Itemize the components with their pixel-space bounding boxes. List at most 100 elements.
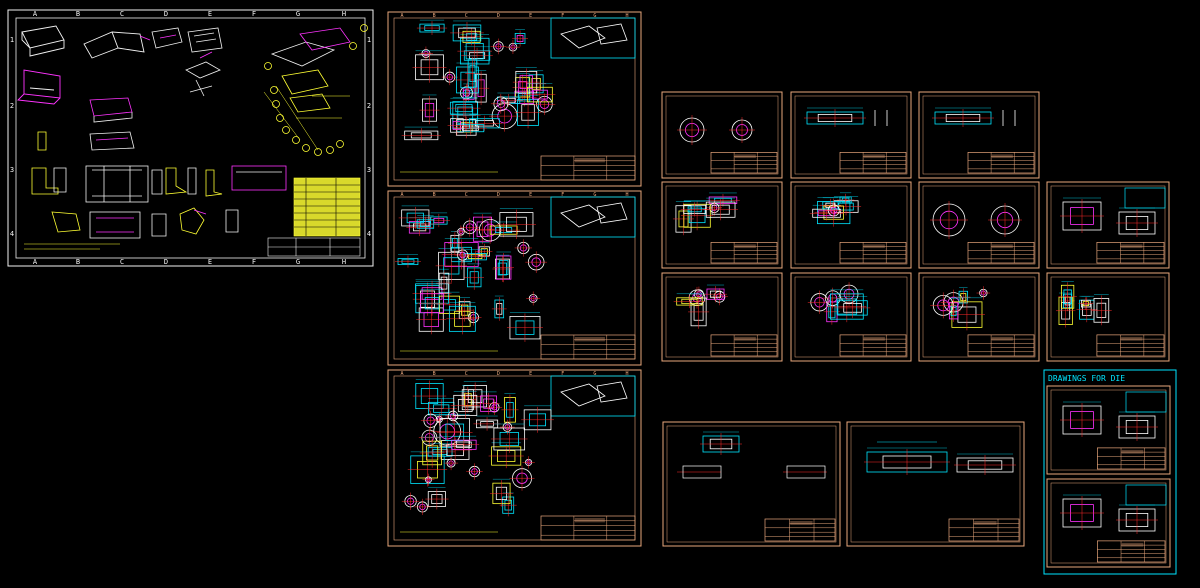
part-view [454, 120, 487, 135]
part-view [946, 298, 961, 322]
round-part-view [976, 286, 991, 300]
small-sheet-frame [1046, 385, 1171, 475]
small-sheet[interactable] [1046, 181, 1170, 269]
part-view [487, 221, 521, 238]
small-sheet[interactable] [918, 181, 1040, 269]
iso-view-part [560, 383, 606, 407]
round-part-view [422, 473, 435, 486]
part-outline [786, 465, 826, 479]
title-block-border [839, 152, 907, 174]
part-view [1060, 494, 1104, 530]
round-part-view [465, 309, 482, 326]
part-view [1116, 207, 1158, 237]
round-part-view [930, 201, 968, 239]
title-block [1096, 447, 1166, 470]
small-sheet[interactable] [790, 91, 912, 179]
part-view [493, 251, 514, 283]
part-view [414, 215, 437, 232]
round-part-view [443, 456, 459, 471]
iso-view-keyboard-parts [151, 27, 223, 53]
title-block-border [710, 334, 778, 357]
small-sheet-inner-frame [794, 276, 908, 358]
part-view [834, 296, 871, 319]
assembly-balloons [264, 24, 368, 156]
part-view [521, 405, 554, 433]
title-block [540, 155, 636, 181]
assembly-sheet[interactable]: A B C D E F G H A B C D E F G H 1 2 3 4 … [7, 9, 374, 267]
small-sheet-inner-frame [1050, 185, 1166, 265]
small-sheet[interactable] [662, 421, 841, 547]
title-block [710, 152, 778, 174]
small-sheet[interactable] [790, 181, 912, 269]
title-block [967, 152, 1035, 174]
small-sheet-frame [918, 272, 1040, 362]
title-block [967, 242, 1035, 264]
die-drawings-group[interactable]: DRAWINGS FOR DIE [1043, 369, 1177, 575]
part-view [512, 67, 540, 96]
detail-sheet-inner-frame [393, 17, 636, 181]
title-block-border [1096, 242, 1165, 264]
detail-col-letter: H [625, 371, 628, 377]
title-block-border [540, 515, 636, 541]
detail-col-letter: H [625, 13, 628, 19]
small-sheet-inner-frame [1050, 276, 1166, 358]
part-view [447, 97, 481, 118]
row-number: 4 [367, 230, 371, 238]
small-sheet[interactable] [661, 91, 783, 179]
detail-sheet-frame [387, 11, 642, 187]
col-letter: G [296, 10, 300, 18]
detail-col-letter: G [593, 192, 596, 198]
small-sheet[interactable] [661, 272, 783, 362]
title-block-border [1096, 447, 1166, 470]
small-sheet[interactable] [790, 272, 912, 362]
col-letter: F [252, 258, 256, 266]
title-block-fill [574, 518, 605, 523]
round-part-view [514, 239, 533, 257]
small-sheet-frame [918, 91, 1040, 179]
small-sheet[interactable] [661, 181, 783, 269]
title-block-border [710, 242, 778, 264]
small-sheet[interactable] [918, 91, 1040, 179]
round-part-view [825, 201, 843, 219]
small-sheet[interactable] [1046, 272, 1170, 362]
title-block-fill [1121, 449, 1144, 454]
col-letter: A [33, 258, 38, 266]
round-part-view [533, 93, 556, 116]
title-block [710, 334, 778, 357]
part-view [512, 29, 528, 47]
detail-sheet-frame [387, 369, 642, 547]
small-sheet-inner-frame [666, 425, 837, 543]
part-view [703, 197, 739, 221]
small-sheet-inner-frame [1050, 482, 1167, 564]
small-sheet[interactable] [918, 272, 1040, 362]
part-view [1055, 292, 1076, 328]
title-block-fill [863, 154, 885, 159]
round-part-view [490, 38, 507, 55]
detail-col-letter: D [497, 371, 500, 377]
title-block-fill [574, 158, 605, 163]
part-view [1060, 197, 1104, 233]
title-block-fill [991, 154, 1013, 159]
small-sheet[interactable] [1046, 478, 1171, 568]
part-view [401, 126, 441, 143]
small-sheet[interactable] [846, 421, 1025, 547]
small-sheet[interactable] [1046, 385, 1171, 475]
small-sheets-grid [661, 91, 1171, 568]
title-block [540, 515, 636, 541]
round-part-view [418, 427, 440, 449]
title-block-border [540, 334, 636, 360]
round-part-view [677, 115, 707, 145]
part-view [416, 19, 448, 36]
part-view [526, 70, 547, 96]
detail-col-letter: F [561, 192, 564, 198]
part-view [398, 205, 432, 229]
part-view [489, 478, 514, 507]
part-view [492, 254, 513, 282]
title-block-border [839, 334, 907, 357]
part-view [680, 200, 714, 231]
